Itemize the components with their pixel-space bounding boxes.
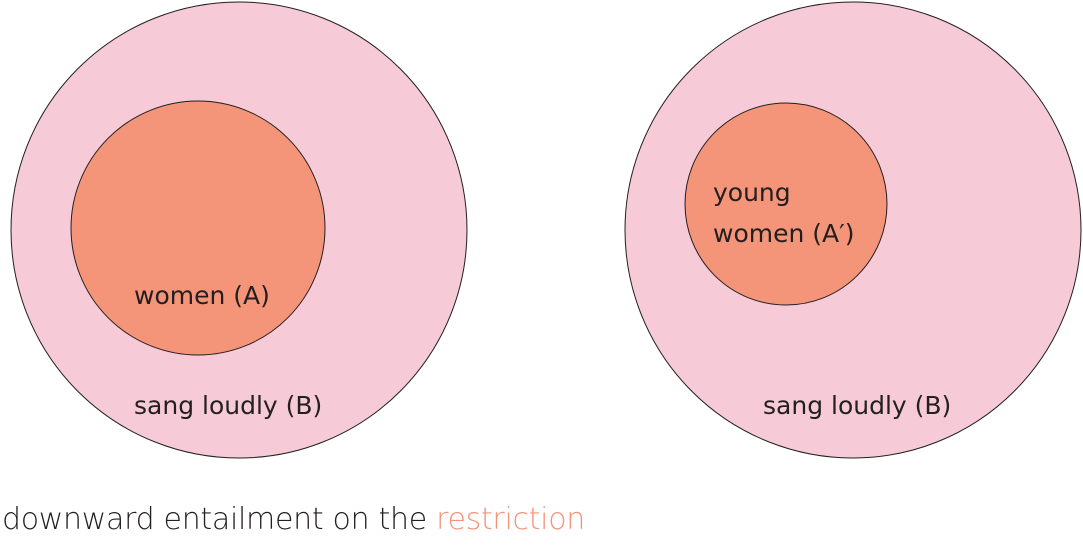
- right-outer-label: sang loudly (B): [763, 391, 951, 420]
- left-diagram: women (A) sang loudly (B): [10, 1, 468, 459]
- right-inner-circle-young-women: [684, 102, 888, 306]
- caption-highlight: restriction: [436, 502, 585, 537]
- right-inner-label-line1: young: [713, 178, 791, 207]
- right-inner-label-line2: women (A′): [713, 219, 855, 248]
- left-outer-label: sang loudly (B): [134, 391, 322, 420]
- right-diagram: young women (A′) sang loudly (B): [624, 1, 1082, 459]
- left-inner-circle-women: [70, 100, 326, 356]
- left-inner-label: women (A): [134, 281, 270, 310]
- caption: downward entailment on the restriction: [2, 502, 585, 537]
- venn-diagrams: women (A) sang loudly (B) young women (A…: [10, 1, 1082, 459]
- caption-prefix: downward entailment on the: [2, 502, 437, 537]
